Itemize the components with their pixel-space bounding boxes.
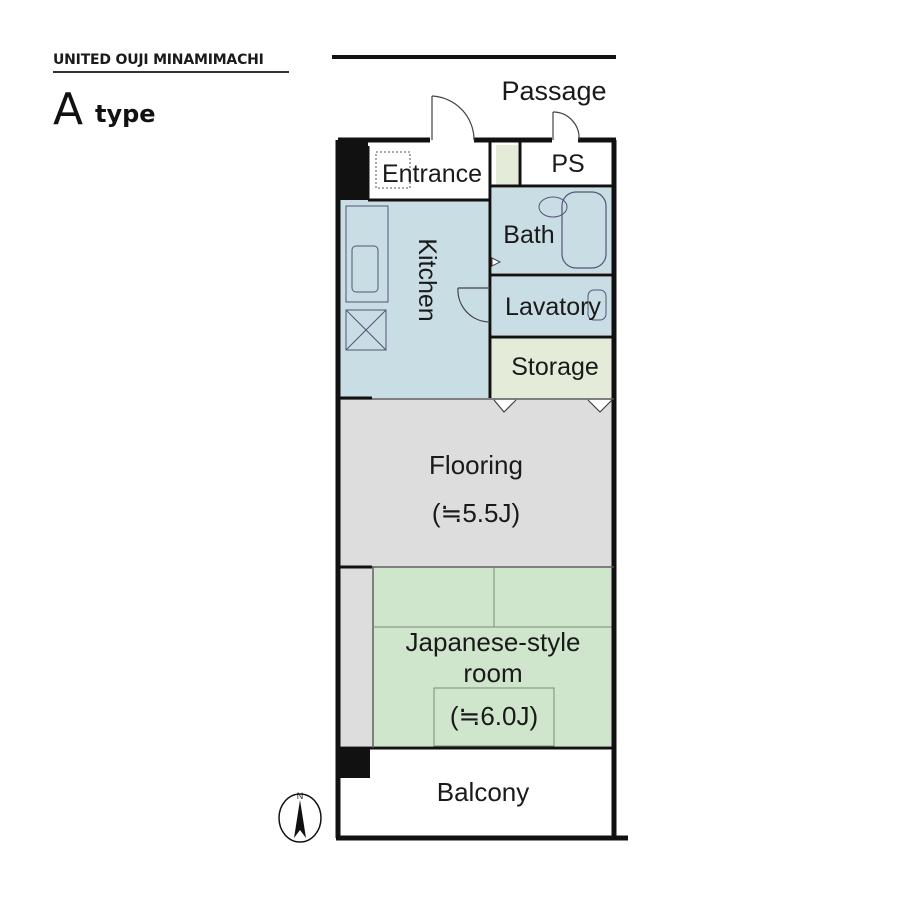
kitchen-area	[340, 200, 490, 398]
outer-walls	[335, 137, 628, 841]
stove-icon	[345, 309, 387, 351]
lavatory-door	[457, 287, 491, 323]
entrance-shoe-box	[496, 145, 518, 185]
north-arrow-icon: N	[278, 791, 322, 843]
lavatory-label: Lavatory	[505, 293, 601, 321]
unit-type-letter: A	[53, 84, 84, 135]
storage-doors	[493, 399, 613, 413]
japanese-room-size-label: (≒6.0J)	[450, 701, 538, 731]
japanese-room-label-line2: room	[463, 658, 522, 688]
japanese-room-label-line1: Japanese-style	[406, 627, 581, 657]
flooring-label: Flooring	[429, 450, 523, 480]
wall-block-top	[338, 142, 368, 200]
bath-basin-icon	[538, 196, 568, 218]
closet-area	[340, 568, 372, 746]
storage-label: Storage	[511, 353, 599, 381]
ps-label: PS	[551, 150, 584, 178]
bathtub-icon	[561, 191, 607, 269]
bath-area	[492, 188, 612, 273]
shoe-cabinet	[375, 151, 411, 189]
bath-door-mark	[491, 257, 502, 267]
entrance-label: Entrance	[382, 160, 482, 188]
passage-label: Passage	[501, 76, 606, 106]
interior-walls	[340, 142, 614, 750]
wall-block-bottom	[338, 748, 370, 778]
property-name: UNITED OUJI MINAMIMACHI	[53, 52, 289, 73]
balcony-label: Balcony	[437, 777, 530, 807]
compass-n-label: N	[297, 791, 304, 801]
stove-icon-cross-b	[345, 309, 387, 351]
kitchen-counter	[345, 205, 389, 303]
entrance-door	[431, 95, 475, 141]
lavatory-area	[492, 277, 612, 335]
ps-door	[552, 111, 580, 141]
kitchen-label: Kitchen	[413, 238, 441, 321]
flooring-size-label: (≒5.5J)	[432, 498, 520, 528]
sink-icon	[351, 245, 379, 293]
flooring-area	[340, 400, 614, 566]
partition-lines	[340, 398, 614, 748]
bath-label: Bath	[503, 221, 554, 249]
unit-type-word: type	[95, 100, 156, 128]
toilet-icon	[587, 289, 607, 321]
storage-area	[492, 338, 612, 398]
tatami-lines	[374, 568, 614, 747]
